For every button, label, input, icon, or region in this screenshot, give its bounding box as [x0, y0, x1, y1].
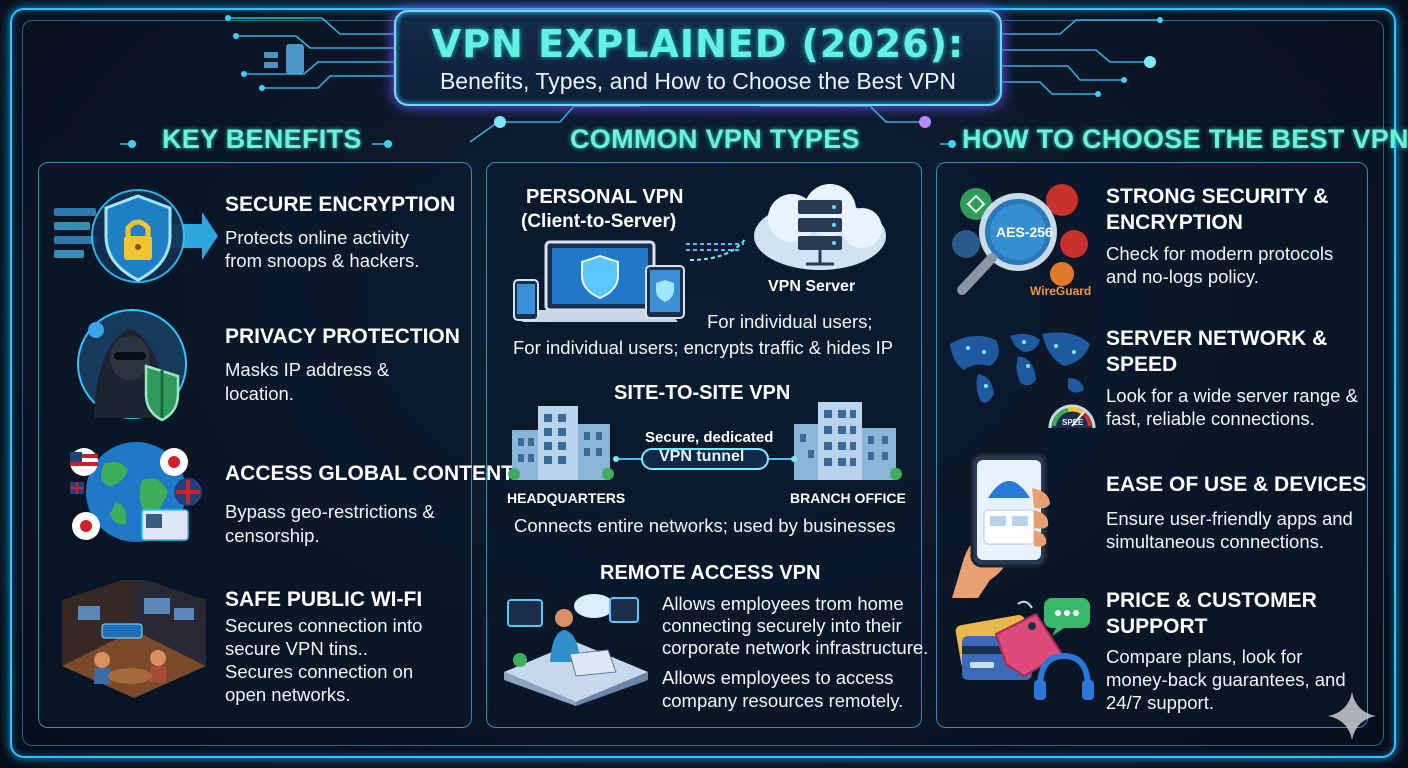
choose-desc-security-2: and no-logs policy. [1106, 266, 1259, 287]
choose-title-network-2: SPEED [1106, 353, 1178, 376]
tunnel-caption: Secure, dedicated [645, 429, 774, 446]
choose-desc-ease-2: simultaneous connections. [1106, 531, 1325, 552]
type-desc-personal-short: For individual users; [707, 311, 873, 332]
benefit-desc-wifi-2: secure VPN tins.. [225, 638, 368, 659]
hacker-shield-icon [77, 309, 187, 422]
benefit-desc-global-1: Bypass geo-restrictions & [225, 501, 435, 522]
title-banner: VPN EXPLAINED (2026): Benefits, Types, a… [394, 10, 1002, 106]
vpn-server-cloud-icon [686, 184, 886, 270]
benefit-desc-encryption-1: Protects online activity [225, 227, 410, 248]
type-subtitle-personal: (Client-to-Server) [521, 211, 677, 232]
choose-title-price-2: SUPPORT [1106, 615, 1208, 638]
benefit-desc-encryption-2: from snoops & hackers. [225, 250, 420, 271]
type-desc-remote-1: Allows employees trom home [662, 593, 904, 614]
vpn-tunnel-pipe-icon [613, 448, 797, 470]
heading-key-benefits: KEY BENEFITS [162, 124, 362, 154]
type-desc-remote-4: Allows employees to access [662, 667, 894, 688]
type-title-site: SITE-TO-SITE VPN [614, 382, 791, 404]
benefit-desc-wifi-4: open networks. [225, 684, 351, 705]
type-desc-personal-full: For individual users; encrypts traffic &… [513, 337, 894, 358]
choose-desc-security-1: Check for modern protocols [1106, 243, 1334, 264]
type-title-remote: REMOTE ACCESS VPN [600, 562, 821, 584]
type-desc-remote-2: connecting securely into their [662, 615, 902, 636]
choose-title-ease: EASE OF USE & DEVICES [1106, 473, 1367, 496]
magnifier-security-icon [952, 184, 1088, 295]
choose-title-price-1: PRICE & CUSTOMER [1106, 589, 1317, 612]
benefit-desc-privacy-1: Masks IP address & [225, 359, 390, 380]
lens-label: AES-256 [996, 224, 1053, 240]
hand-phone-app-icon [952, 452, 1050, 598]
world-map-speed-icon [950, 332, 1096, 429]
tunnel-label: VPN tunnel [659, 448, 745, 465]
branch-office-building-icon [794, 402, 902, 480]
shield-lock-icon [54, 189, 218, 283]
type-desc-remote-3: corporate network infrastructure. [662, 637, 929, 658]
sparkle-icon [1328, 692, 1376, 740]
choose-desc-network-1: Look for a wide server range & [1106, 385, 1358, 406]
benefit-desc-wifi-3: Secures connection on [225, 661, 414, 682]
choose-desc-ease-1: Ensure user-friendly apps and [1106, 508, 1353, 529]
globe-flags-icon [70, 442, 202, 542]
choose-desc-price-1: Compare plans, look for [1106, 646, 1303, 667]
headquarters-label: HEADQUARTERS [507, 490, 626, 506]
type-title-personal: PERSONAL VPN [526, 186, 684, 208]
page-subtitle: Benefits, Types, and How to Choose the B… [439, 68, 957, 94]
benefit-title-privacy: PRIVACY PROTECTION [225, 325, 460, 348]
protocol-label: WireGuard [1030, 284, 1092, 298]
page-title: VPN EXPLAINED (2026): [431, 22, 965, 66]
benefit-desc-privacy-2: location. [225, 383, 294, 404]
type-desc-remote-5: company resources remotely. [662, 690, 904, 711]
type-desc-site: Connects entire networks; used by busine… [514, 515, 896, 536]
gauge-label: SPEE [1062, 418, 1084, 427]
outer-frame [10, 8, 1396, 758]
choose-title-network-1: SERVER NETWORK & [1106, 327, 1328, 350]
choose-title-security-1: STRONG SECURITY & [1106, 185, 1329, 208]
vpn-server-label: VPN Server [768, 278, 856, 295]
headquarters-building-icon [508, 406, 614, 480]
branch-office-label: BRANCH OFFICE [790, 490, 906, 506]
heading-vpn-types: COMMON VPN TYPES [570, 124, 860, 154]
heading-choose-vpn: HOW TO CHOOSE THE BEST VPN [962, 124, 1408, 154]
benefit-desc-wifi-1: Secures connection into [225, 615, 423, 636]
devices-laptop-phone-icon [513, 240, 685, 322]
benefit-desc-global-2: censorship. [225, 525, 320, 546]
choose-desc-network-2: fast, reliable connections. [1106, 408, 1315, 429]
price-tag-support-icon [955, 598, 1094, 700]
benefit-title-wifi: SAFE PUBLIC WI-FI [225, 588, 423, 611]
remote-worker-icon [504, 594, 648, 706]
benefit-title-global: ACCESS GLOBAL CONTENT [225, 462, 514, 485]
cafe-wifi-icon [62, 580, 206, 698]
choose-desc-price-2: money-back guarantees, and [1106, 669, 1346, 690]
choose-desc-price-3: 24/7 support. [1106, 692, 1214, 713]
choose-title-security-2: ENCRYPTION [1106, 211, 1243, 234]
benefit-title-encryption: SECURE ENCRYPTION [225, 193, 456, 216]
